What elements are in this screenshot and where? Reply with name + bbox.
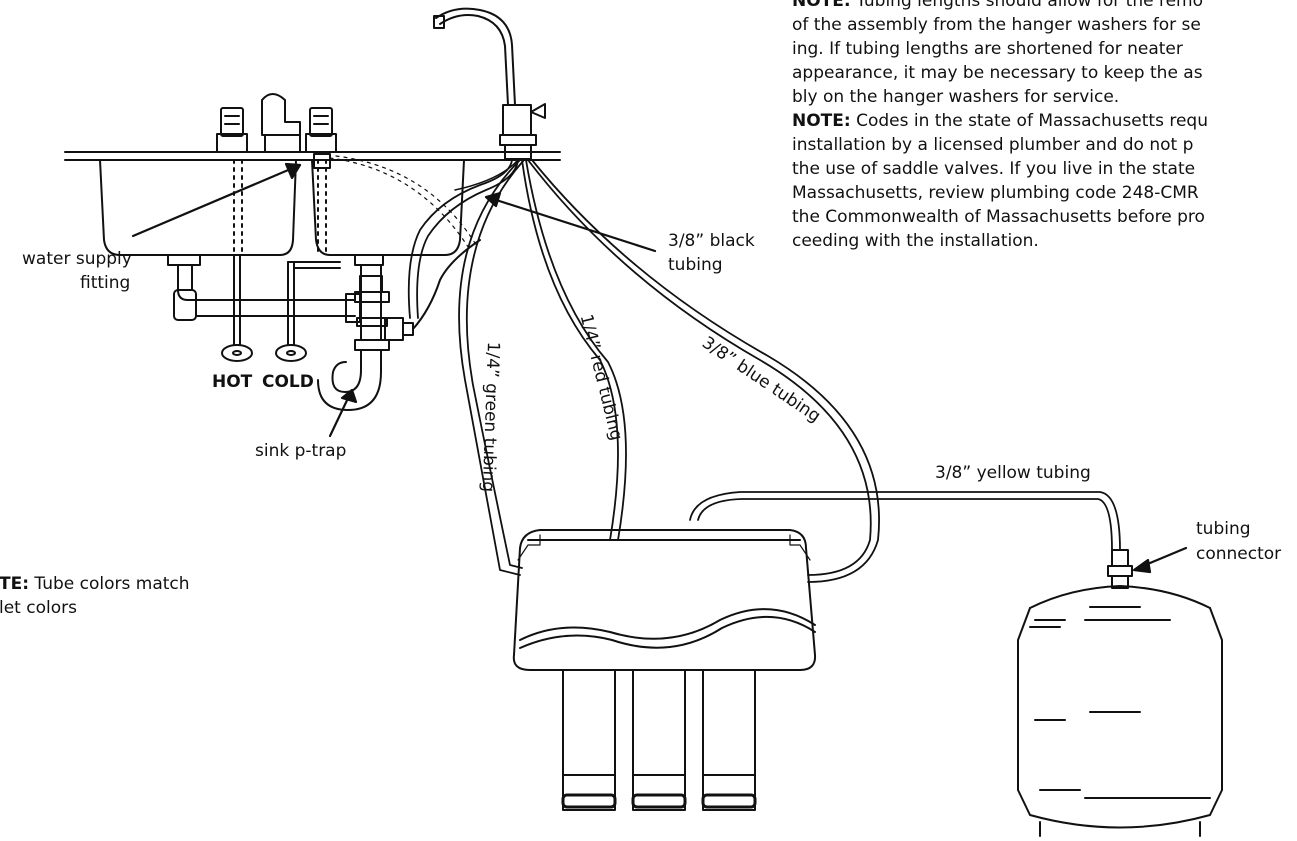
yellow-tubing-label: 3/8” yellow tubing <box>935 462 1091 484</box>
note-line: the use of saddle valves. If you live in… <box>792 157 1208 181</box>
note-line: of the assembly from the hanger washers … <box>792 13 1208 37</box>
note-line: installation by a licensed plumber and d… <box>792 133 1208 157</box>
filter-module <box>514 530 815 810</box>
installation-notes: NOTE: Tubing lengths should allow for th… <box>792 0 1208 253</box>
black-tubing-label: 3/8” black <box>668 230 755 252</box>
note-line: the Commonwealth of Massachusetts before… <box>792 205 1208 229</box>
note-line: TE: Tube colors match <box>0 572 190 596</box>
note-line: bly on the hanger washers for service. <box>792 85 1208 109</box>
storage-tank <box>1018 550 1222 836</box>
note-line: NOTE: Codes in the state of Massachusett… <box>792 109 1208 133</box>
ptrap-label: sink p-trap <box>255 440 346 462</box>
note-line: ing. If tubing lengths are shortened for… <box>792 37 1208 61</box>
tube-color-note: TE: Tube colors match let colors <box>0 572 190 620</box>
angle-stops <box>222 255 340 361</box>
water-supply-label-2: fitting <box>80 272 130 294</box>
note-line: appearance, it may be necessary to keep … <box>792 61 1208 85</box>
note-line: let colors <box>0 596 190 620</box>
note-line: Massachusetts, review plumbing code 248-… <box>792 181 1208 205</box>
faucet-handles <box>217 94 336 152</box>
ro-faucet <box>434 9 545 159</box>
hot-label: HOT <box>212 371 252 393</box>
water-supply-label: water supply <box>22 248 132 270</box>
tubing-connector-label-2: connector <box>1196 543 1281 565</box>
tubing-connector-label: tubing <box>1196 518 1251 540</box>
black-tubing-label-2: tubing <box>668 254 723 276</box>
note-line: NOTE: Tubing lengths should allow for th… <box>792 0 1208 13</box>
note-line: ceeding with the installation. <box>792 229 1208 253</box>
cold-label: COLD <box>262 371 314 393</box>
